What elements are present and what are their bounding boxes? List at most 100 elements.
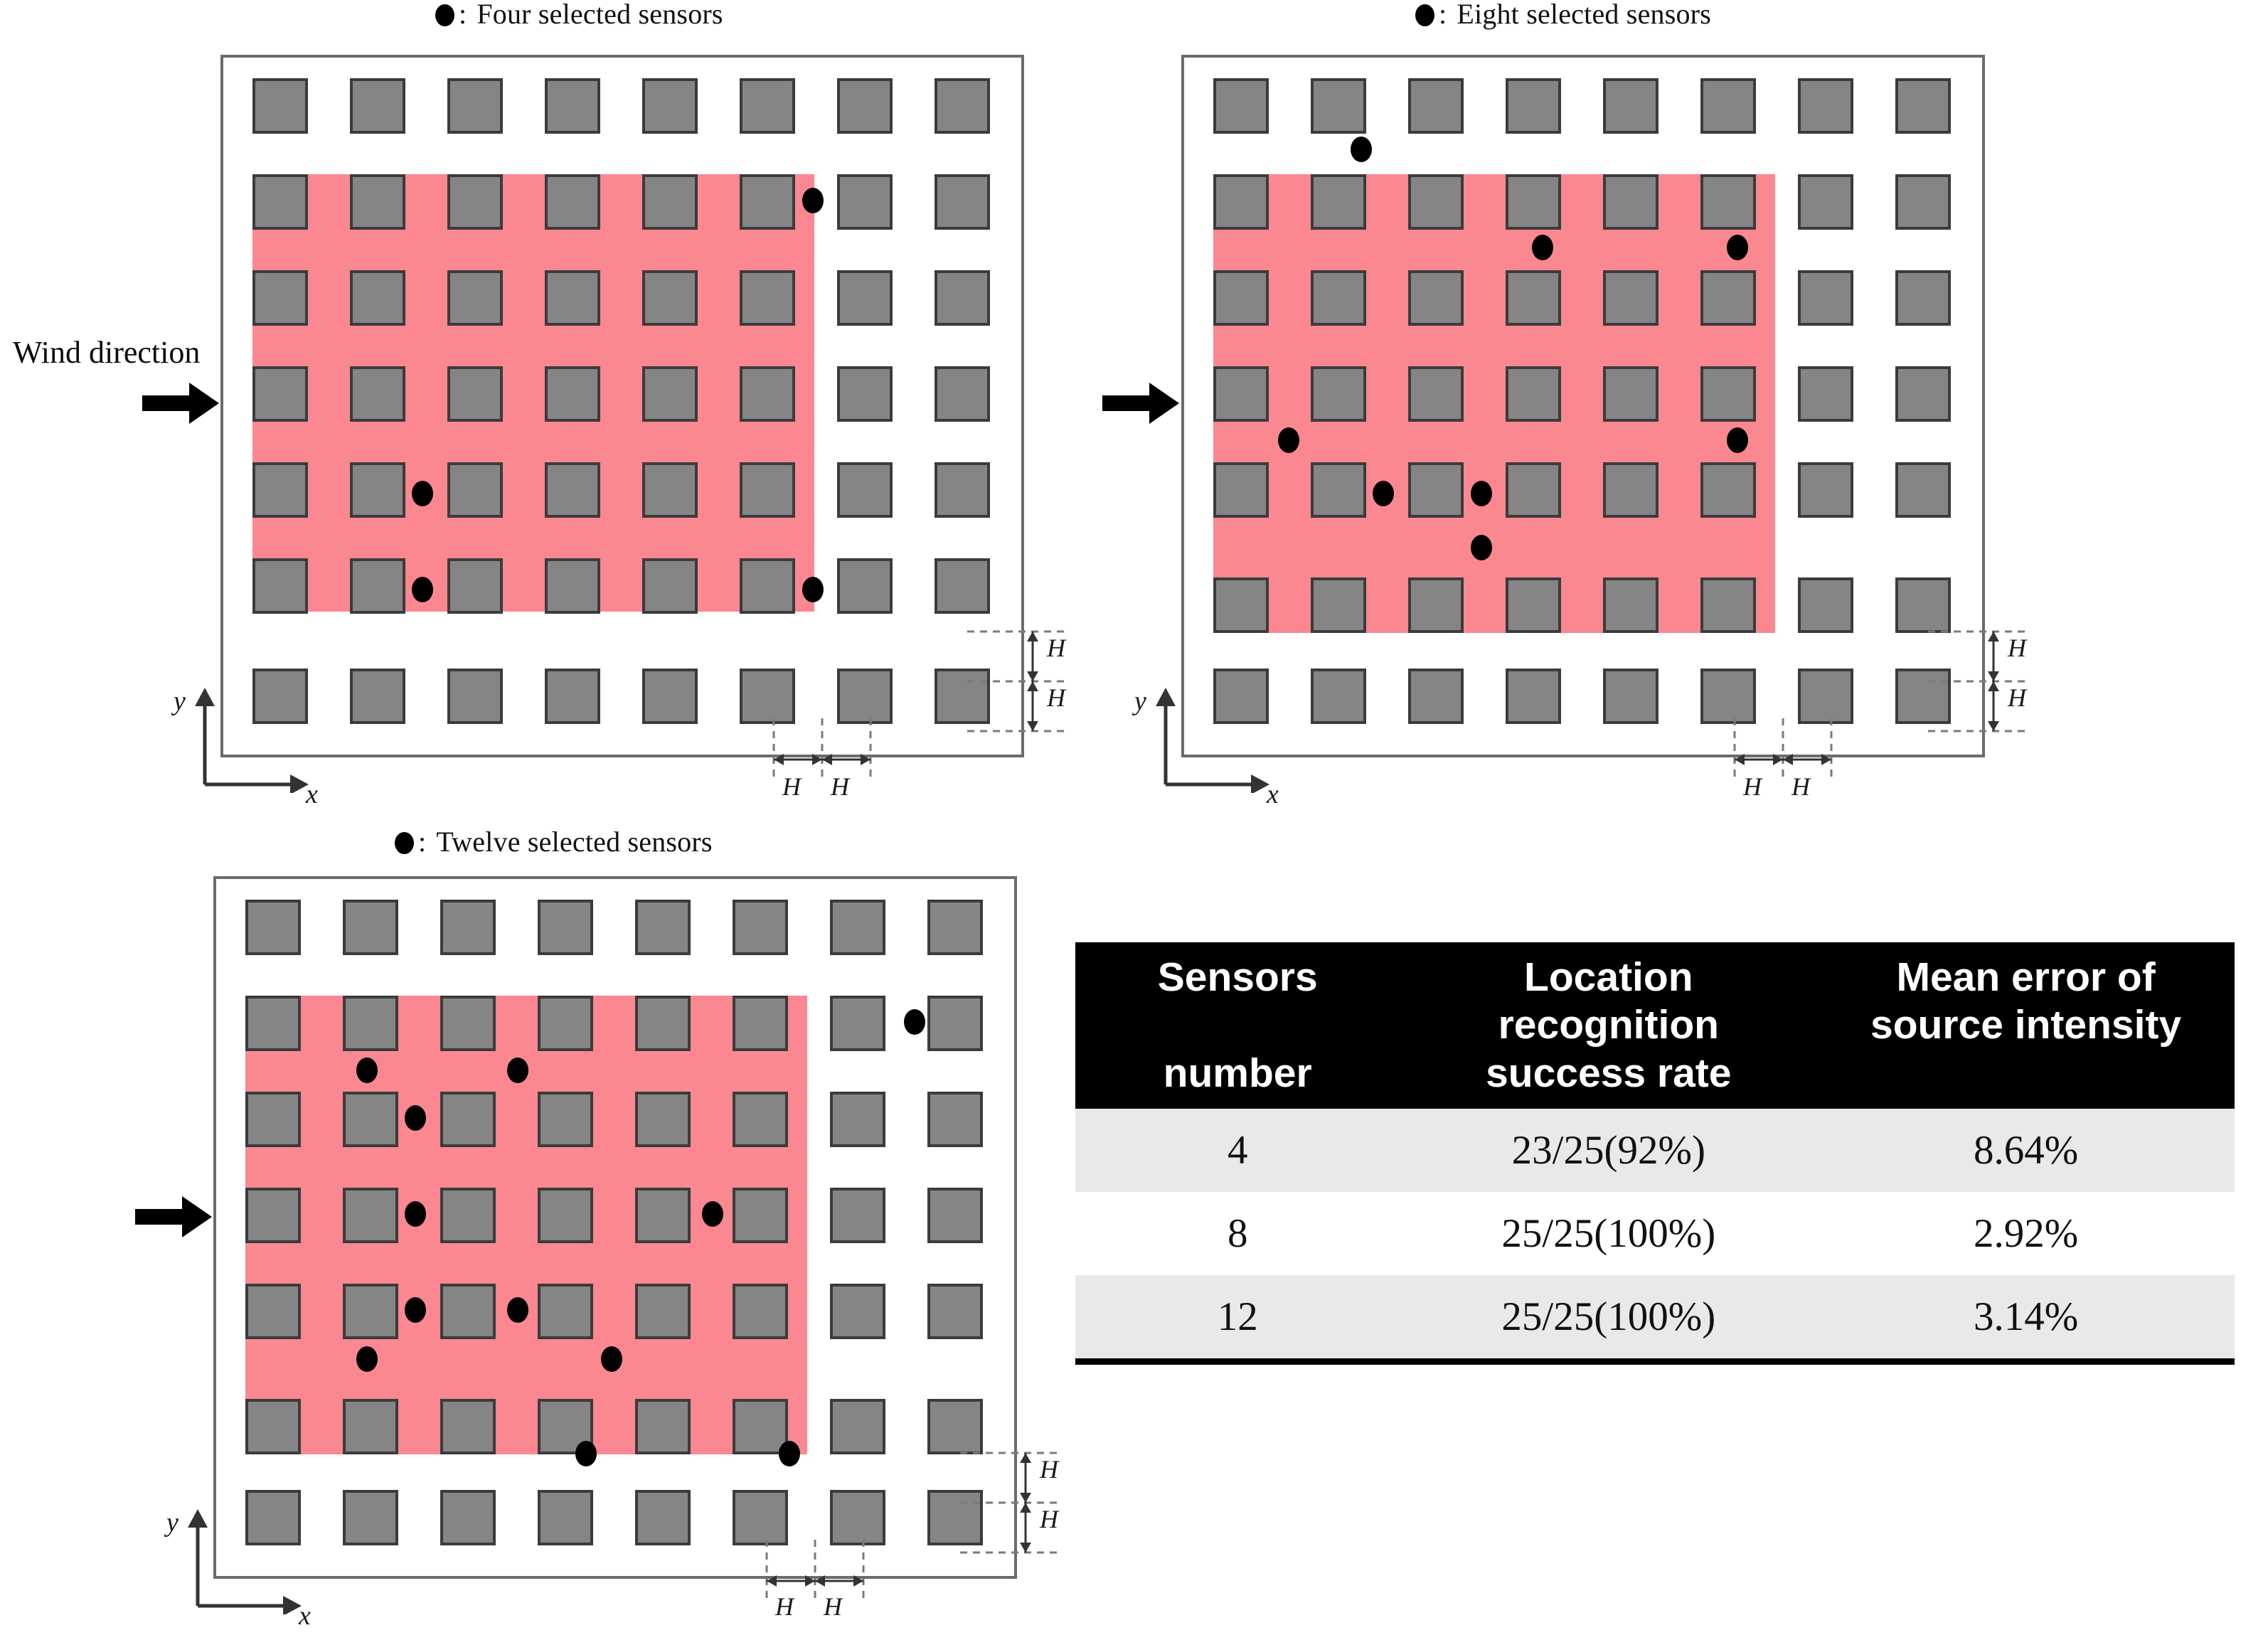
axis-label-x: x <box>306 779 318 809</box>
building-block <box>252 270 308 326</box>
selected-sensor-marker <box>405 1297 426 1323</box>
building-block <box>837 174 893 230</box>
building-block <box>538 1188 593 1243</box>
cell-mean-error: 2.92% <box>1817 1191 2235 1275</box>
building-block <box>733 1399 788 1454</box>
header-line-2: source intensity <box>1870 1002 2182 1048</box>
dimension-guide-vertical <box>960 1452 1060 1554</box>
building-block <box>1213 270 1269 326</box>
building-block <box>447 462 503 518</box>
dimension-label-h: H <box>1040 1455 1058 1484</box>
building-block <box>252 462 308 518</box>
building-block <box>1213 577 1269 633</box>
building-block <box>740 462 795 518</box>
axis-label-x: x <box>299 1601 311 1631</box>
panel-twelve-legend: : Twelve selected sensors <box>395 825 713 858</box>
building-block <box>245 1092 301 1147</box>
coordinate-axes <box>188 1509 302 1614</box>
selected-sensor-marker <box>412 481 433 506</box>
building-block <box>635 900 691 955</box>
building-block <box>635 1092 691 1147</box>
building-block <box>740 270 795 326</box>
building-block <box>350 558 405 614</box>
dimension-label-h: H <box>824 1592 842 1621</box>
building-block <box>1895 174 1951 230</box>
building-block <box>245 996 301 1051</box>
building-block <box>733 1188 788 1243</box>
legend-colon: : <box>418 826 427 858</box>
selected-sensor-marker <box>802 577 824 602</box>
cell-mean-error: 3.14% <box>1817 1274 2235 1365</box>
building-block <box>935 669 990 724</box>
plume-region <box>252 174 814 612</box>
selected-sensor-marker <box>601 1346 622 1372</box>
panel-eight-legend: :Eight selected sensors <box>1415 0 1711 31</box>
building-block <box>1311 174 1366 230</box>
legend-sensor-dot-icon <box>395 832 414 854</box>
building-block <box>740 174 795 230</box>
wind-direction-arrow-icon <box>142 383 219 424</box>
building-block <box>343 996 398 1051</box>
building-block <box>927 1490 983 1545</box>
building-block <box>1311 462 1366 518</box>
building-block <box>935 462 990 518</box>
building-block <box>245 1490 301 1545</box>
selected-sensor-marker <box>1278 427 1299 453</box>
building-block <box>733 1490 788 1545</box>
dimension-guide-horizontal <box>772 718 872 779</box>
building-block <box>447 366 503 422</box>
building-block <box>830 1188 885 1243</box>
selected-sensor-marker <box>405 1201 426 1227</box>
building-block <box>1798 366 1853 422</box>
building-block <box>1798 669 1853 724</box>
building-block <box>245 1399 301 1454</box>
building-block <box>740 366 795 422</box>
building-block <box>935 78 990 134</box>
dimension-label-h: H <box>1743 772 1762 801</box>
selected-sensor-marker <box>1727 427 1748 453</box>
building-block <box>447 174 503 230</box>
building-block <box>1408 577 1464 633</box>
building-block <box>935 558 990 614</box>
cell-sensors-number: 4 <box>1075 1108 1400 1192</box>
building-block <box>343 1188 398 1243</box>
building-block <box>1506 669 1561 724</box>
legend-colon: : <box>1439 0 1447 30</box>
building-block <box>635 1399 691 1454</box>
building-block <box>837 669 893 724</box>
building-block <box>1895 669 1951 724</box>
axis-label-y: y <box>174 686 186 716</box>
axis-label-y: y <box>1134 686 1146 716</box>
building-block <box>635 1188 691 1243</box>
building-block <box>642 558 698 614</box>
building-block <box>935 366 990 422</box>
building-block <box>935 174 990 230</box>
legend-text: Four selected sensors <box>477 0 723 30</box>
axis-label-y: y <box>166 1508 179 1538</box>
building-block <box>830 1490 885 1545</box>
selected-sensor-marker <box>802 188 824 213</box>
cell-sensors-number: 12 <box>1075 1274 1400 1365</box>
building-block <box>252 669 308 724</box>
building-block <box>1213 78 1269 134</box>
building-block <box>1798 577 1853 633</box>
building-block <box>440 1092 496 1147</box>
building-block <box>545 462 600 518</box>
building-block <box>927 900 983 955</box>
building-block <box>935 270 990 326</box>
building-block <box>1603 669 1659 724</box>
building-block <box>350 270 405 326</box>
dimension-label-h: H <box>2008 634 2026 662</box>
dimension-guide-vertical <box>1928 630 2028 733</box>
results-table: Sensors number Location recognition succ… <box>1075 942 2235 1365</box>
selected-sensor-marker <box>405 1105 426 1131</box>
building-block <box>545 558 600 614</box>
building-block <box>830 996 885 1051</box>
building-block <box>1311 577 1366 633</box>
building-block <box>733 996 788 1051</box>
building-block <box>343 1490 398 1545</box>
building-block <box>1700 78 1756 134</box>
legend-text: Twelve selected sensors <box>436 826 713 858</box>
dimension-label-h: H <box>1040 1505 1058 1533</box>
building-block <box>1700 174 1756 230</box>
